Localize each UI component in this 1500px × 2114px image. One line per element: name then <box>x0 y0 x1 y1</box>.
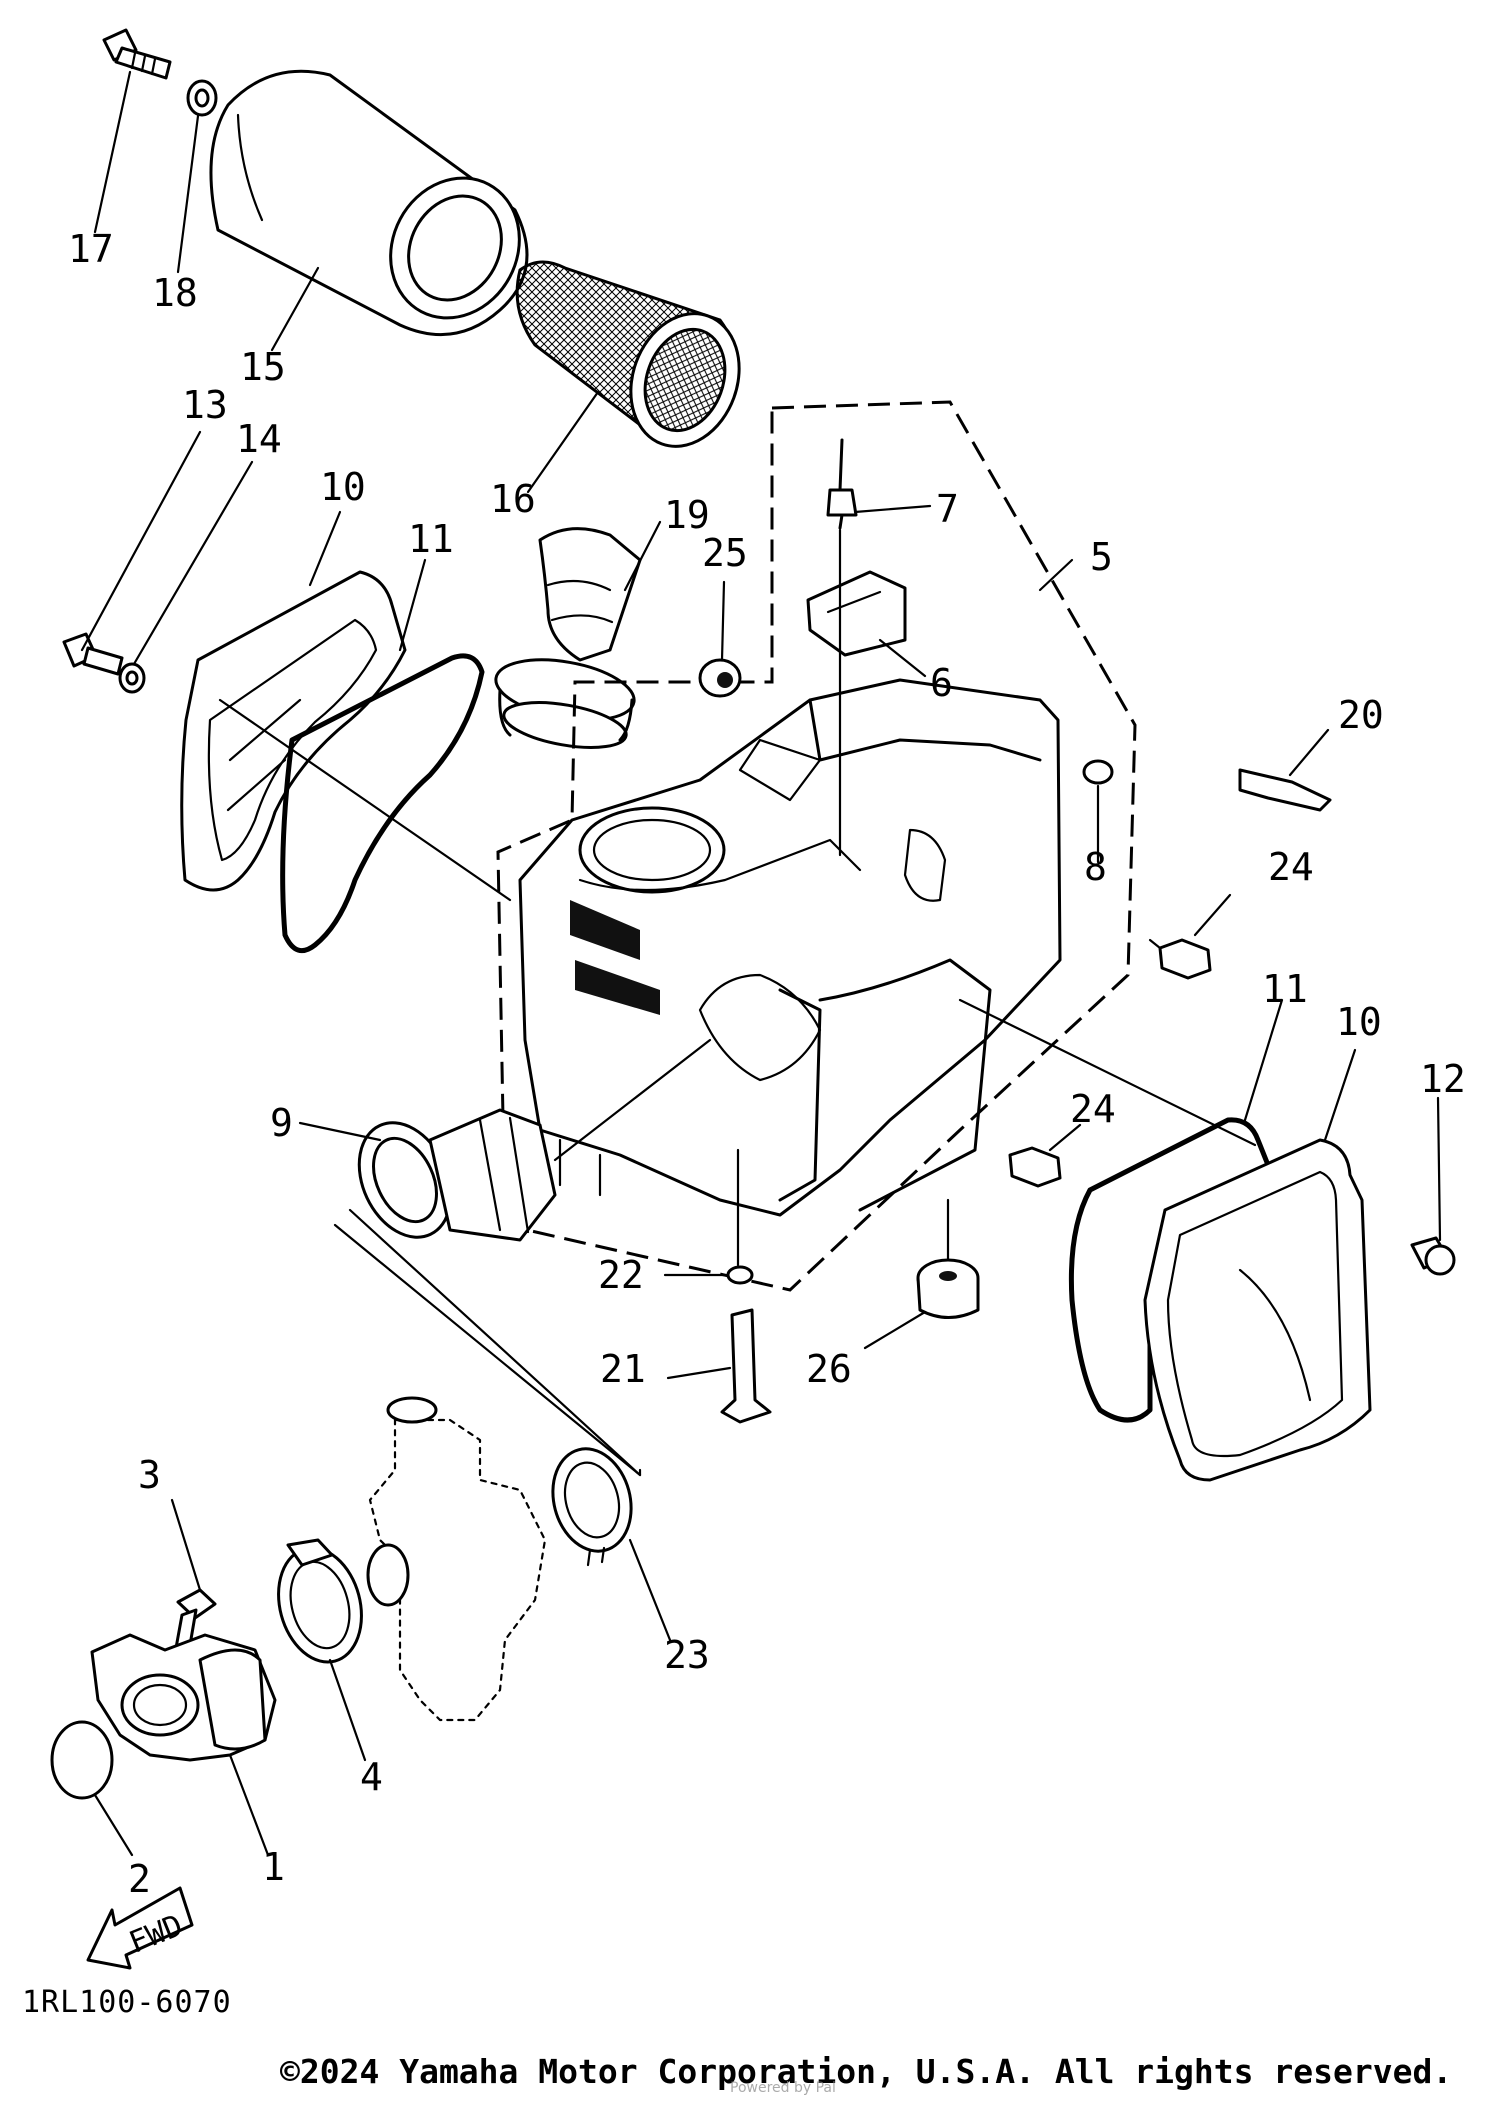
leader-17 <box>93 70 132 234</box>
part-25-grommet <box>698 658 742 698</box>
callout-23: 23 <box>664 1633 710 1677</box>
part-16-filter-cage <box>515 260 741 448</box>
part-20-tape <box>1238 768 1332 812</box>
callout-11-left: 11 <box>408 517 454 561</box>
leader-10-right <box>1323 1048 1357 1142</box>
callout-2: 2 <box>128 1857 151 1901</box>
leader-7 <box>853 504 932 514</box>
leader-1 <box>228 1753 270 1857</box>
part-10-right-side-cover <box>1143 1138 1372 1482</box>
callout-16: 16 <box>490 477 536 521</box>
leader-2 <box>93 1793 134 1857</box>
leader-21 <box>666 1366 732 1380</box>
leader-4 <box>328 1658 367 1762</box>
leader-25 <box>720 580 726 662</box>
part-22-clip <box>726 1265 754 1285</box>
guide-line-bottom-2 <box>333 1223 642 1477</box>
callout-26: 26 <box>806 1347 852 1391</box>
callout-17: 17 <box>68 227 114 271</box>
leader-15 <box>270 266 320 352</box>
callout-4: 4 <box>360 1755 383 1799</box>
leader-9 <box>298 1121 382 1142</box>
callout-7: 7 <box>936 487 959 531</box>
leader-5 <box>1038 558 1074 592</box>
part-21-drain-hose <box>720 1308 772 1424</box>
callout-8: 8 <box>1084 845 1107 889</box>
copyright-notice: ©2024 Yamaha Motor Corporation, U.S.A. A… <box>280 2052 1453 2091</box>
callout-18: 18 <box>152 271 198 315</box>
part-1-intake-manifold <box>90 1633 277 1762</box>
leader-26 <box>863 1310 927 1350</box>
callout-19: 19 <box>664 493 710 537</box>
callout-13: 13 <box>182 383 228 427</box>
callout-15: 15 <box>240 345 286 389</box>
part-6-bracket <box>806 570 907 657</box>
part-14-washer <box>118 662 146 694</box>
part-4-clamp <box>277 1538 363 1664</box>
part-5-assembly-outline <box>496 400 1137 1292</box>
part-24-bolt-upper <box>1148 938 1212 980</box>
part-10-left-side-cover <box>180 570 407 892</box>
leader-13 <box>80 430 202 652</box>
part-24-bolt-lower <box>1008 1146 1062 1188</box>
leader-20 <box>1288 728 1330 777</box>
leader-3 <box>170 1498 202 1592</box>
callout-3: 3 <box>138 1453 161 1497</box>
part-2-o-ring <box>50 1720 114 1800</box>
leader-24-upper <box>1193 893 1232 937</box>
part-15-air-filter-element <box>209 69 529 337</box>
part-12-screw <box>1410 1236 1456 1276</box>
leader-11-left <box>398 558 427 652</box>
leader-14 <box>132 460 254 666</box>
part-3-bolt <box>174 1588 217 1650</box>
guide-line-left <box>218 698 512 902</box>
diagram-code: 1RL100-6070 <box>22 1985 232 2020</box>
leader-10-left <box>308 510 342 587</box>
guide-line-mid <box>553 1038 712 1162</box>
leader-11-right <box>1243 998 1284 1122</box>
callout-1: 1 <box>262 1845 285 1889</box>
carburetor-outline <box>366 1396 547 1722</box>
callout-10-left: 10 <box>320 465 366 509</box>
guide-line-right <box>958 998 1257 1147</box>
part-11-left-gasket <box>280 653 485 954</box>
callout-6: 6 <box>930 661 953 705</box>
callout-20: 20 <box>1338 693 1384 737</box>
callout-21: 21 <box>600 1347 646 1391</box>
part-17-bolt <box>102 28 172 80</box>
leader-19 <box>623 520 662 592</box>
callout-5: 5 <box>1090 535 1113 579</box>
callout-11-right: 11 <box>1262 967 1308 1011</box>
part-18-washer <box>186 79 218 117</box>
watermark: Powered by Pal <box>730 2080 836 2096</box>
leader-18 <box>176 114 200 274</box>
callout-24-upper: 24 <box>1268 845 1314 889</box>
part-9-joint <box>357 1108 557 1242</box>
callout-24-lower: 24 <box>1070 1087 1116 1131</box>
callout-14: 14 <box>236 417 282 461</box>
callout-25: 25 <box>702 531 748 575</box>
callout-9: 9 <box>270 1101 293 1145</box>
leader-12 <box>1436 1096 1442 1242</box>
leader-16 <box>526 390 600 494</box>
callout-22: 22 <box>598 1253 644 1297</box>
part-19-joint-tube <box>494 527 642 749</box>
part-13-bolt <box>62 632 124 676</box>
leader-23 <box>628 1538 672 1642</box>
part-23-clamp <box>551 1447 633 1567</box>
callout-10-right: 10 <box>1336 1000 1382 1044</box>
guide-line-bottom <box>348 1208 642 1477</box>
leader-24-lower <box>1048 1123 1082 1152</box>
leader-6 <box>878 638 927 678</box>
part-26-damper <box>916 1258 980 1319</box>
part-7-clip <box>826 438 858 530</box>
part-5-air-filter-case <box>518 678 1062 1217</box>
part-8-nut <box>1082 759 1114 785</box>
callout-12: 12 <box>1420 1057 1466 1101</box>
